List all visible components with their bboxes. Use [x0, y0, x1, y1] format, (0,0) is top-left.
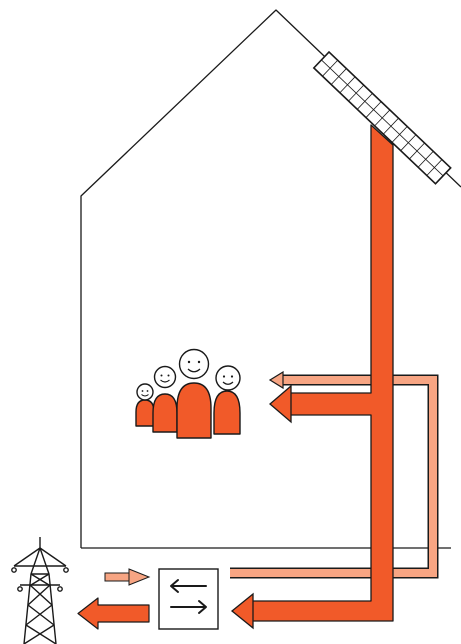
bidirectional-meter-icon: [158, 568, 219, 630]
power-pylon-icon: [11, 537, 69, 644]
person-child-small: [135, 383, 155, 427]
meter-export-arrowhead: [230, 592, 254, 630]
solar-generation-flow: [251, 124, 394, 622]
person-adult-right: [213, 365, 241, 435]
grid-to-meter-arrow: [104, 568, 151, 586]
family-icon: [135, 348, 241, 439]
grid-import-arrowhead: [268, 370, 284, 390]
house-outline-icon: [80, 9, 461, 549]
solar-panel-icon: [312, 50, 452, 185]
person-child: [152, 365, 178, 433]
meter-to-grid-arrow: [77, 597, 150, 630]
person-adult-center: [176, 348, 212, 439]
house-supply-arrowhead: [269, 384, 292, 424]
